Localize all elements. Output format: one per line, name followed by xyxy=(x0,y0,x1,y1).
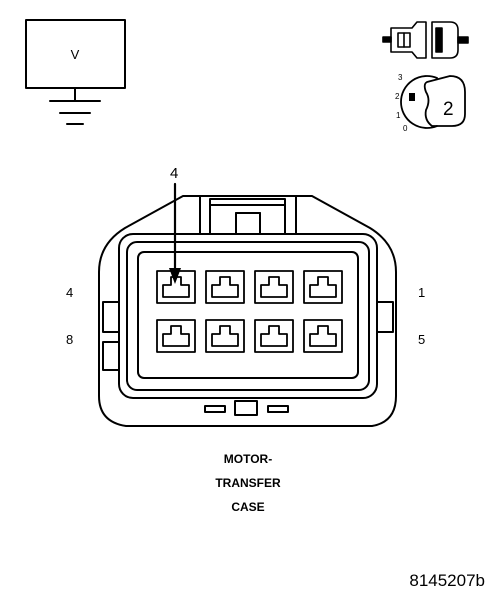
pin-cavities xyxy=(156,270,343,353)
pin-callout: 4 xyxy=(169,165,181,284)
side-key-right xyxy=(376,301,394,333)
voltmeter-symbol: V xyxy=(25,19,126,125)
pin-cavity xyxy=(254,319,294,353)
connector-face xyxy=(98,195,397,427)
pin-cavity xyxy=(254,270,294,304)
locking-latch xyxy=(199,195,297,235)
caption-line-1: MOTOR- xyxy=(224,452,272,466)
ignition-key-icon: 3 2 1 0 2 xyxy=(395,73,466,133)
pin-label-top-right: 1 xyxy=(418,285,425,300)
ignition-position-3: 3 xyxy=(398,73,403,82)
callout-pin-label: 4 xyxy=(170,165,178,182)
pin-label-bottom-right: 5 xyxy=(418,332,425,347)
callout-arrowhead xyxy=(169,268,181,284)
pin-cavity xyxy=(303,319,343,353)
side-key-left-upper xyxy=(102,301,120,333)
ignition-key-label: 2 xyxy=(443,99,454,120)
connector-inner-housing xyxy=(118,233,378,399)
ignition-position-0: 0 xyxy=(403,124,408,133)
figure-id: 8145207b xyxy=(409,571,485,590)
pin-cavity xyxy=(303,270,343,304)
connector-outer-shell xyxy=(98,195,397,427)
pin-label-bottom-left: 8 xyxy=(66,332,73,347)
ignition-position-2: 2 xyxy=(395,92,400,101)
caption-line-2: TRANSFER xyxy=(215,476,281,490)
pin-label-top-left: 4 xyxy=(66,285,73,300)
pin-cavity xyxy=(205,270,245,304)
ignition-position-1: 1 xyxy=(396,111,401,120)
pin-cavity xyxy=(205,319,245,353)
side-key-left-lower xyxy=(102,341,120,371)
pin-cavity xyxy=(156,319,196,353)
pin-cavity xyxy=(156,270,196,304)
caption-line-3: CASE xyxy=(231,500,264,514)
ground-icon xyxy=(49,87,101,125)
voltmeter-label: V xyxy=(71,47,80,62)
disconnected-connector-icon xyxy=(382,21,469,59)
